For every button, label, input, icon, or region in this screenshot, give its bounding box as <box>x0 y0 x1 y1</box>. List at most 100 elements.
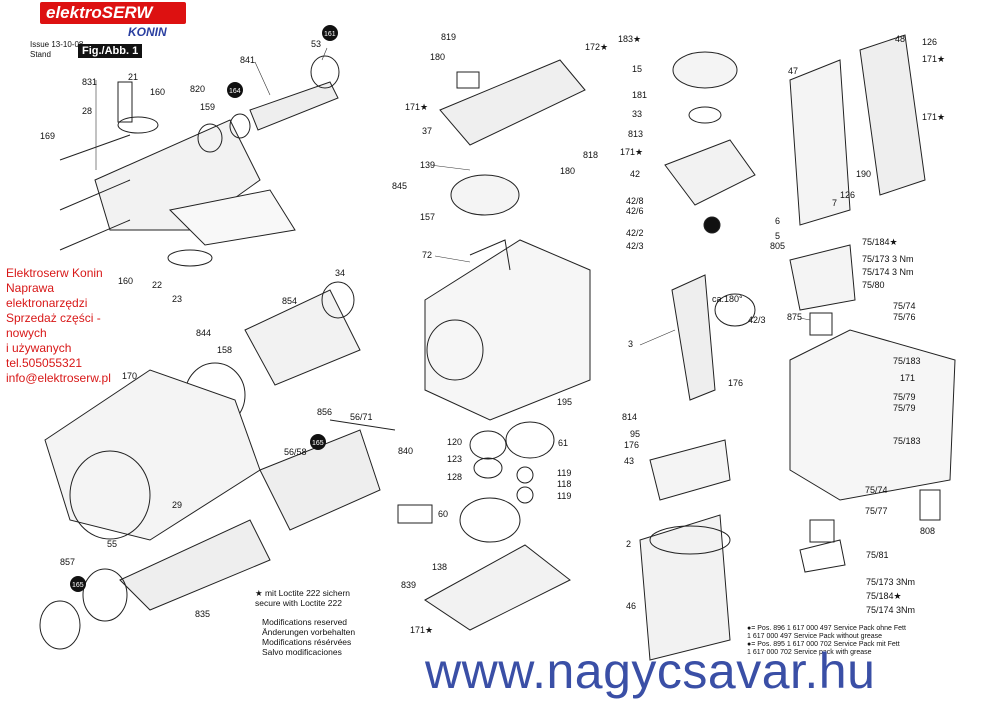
label-875: 875 <box>787 312 802 322</box>
part-844-tube <box>44 369 261 541</box>
label-164: 164 <box>229 88 241 95</box>
part-48-handle-cover <box>859 34 926 196</box>
label-75-74a: 75/74 <box>893 301 916 311</box>
label-813: 813 <box>628 129 643 139</box>
label-75-173b: 75/173 3Nm <box>866 577 915 587</box>
brand-city: KONIN <box>128 25 167 39</box>
label-42: 42 <box>630 169 640 179</box>
part-875-block <box>809 312 833 336</box>
label-75-80: 75/80 <box>862 280 885 290</box>
part-123-bearing <box>473 457 503 479</box>
part-856-piston <box>259 429 381 531</box>
label-171d: 171★ <box>922 54 945 64</box>
figure-label: Fig./Abb. 1 <box>78 44 143 58</box>
part-gear-housing-opening <box>426 319 484 381</box>
label-844: 844 <box>196 328 211 338</box>
label-180: 180 <box>430 52 445 62</box>
label-75-79b: 75/79 <box>893 403 916 413</box>
label-160b: 160 <box>118 276 133 286</box>
part-75-77-block <box>809 519 835 543</box>
part-844-opening <box>69 450 151 540</box>
part-160-washer <box>117 116 159 134</box>
label-839: 839 <box>401 580 416 590</box>
label-805: 805 <box>770 241 785 251</box>
label-22: 22 <box>152 280 162 290</box>
label-75-74b: 75/74 <box>865 485 888 495</box>
label-75-183a: 75/183 <box>893 356 921 366</box>
part-854-sleeve <box>244 289 361 386</box>
label-126b: 126 <box>840 190 855 200</box>
label-75-77: 75/77 <box>865 506 888 516</box>
part-169b-screw <box>59 179 131 211</box>
label-128: 128 <box>447 472 462 482</box>
part-ca180-detail <box>714 293 756 327</box>
label-176b: 176 <box>728 378 743 388</box>
label-75-174b: 75/174 3Nm <box>866 605 915 615</box>
label-831: 831 <box>82 77 97 87</box>
label-169: 169 <box>40 131 55 141</box>
label-75-184a: 75/184★ <box>862 237 898 247</box>
part-15-disc <box>672 51 738 89</box>
label-119b: 119 <box>557 491 571 501</box>
label-47: 47 <box>788 66 798 76</box>
label-48: 48 <box>895 34 905 44</box>
part-857-ring <box>39 600 81 650</box>
label-23: 23 <box>172 294 182 304</box>
label-190: 190 <box>856 169 871 179</box>
part-819-cover <box>439 59 586 146</box>
label-857: 857 <box>60 557 75 567</box>
label-138: 138 <box>432 562 447 572</box>
label-856: 856 <box>317 407 332 417</box>
part-164-oring <box>229 113 251 139</box>
label-118: 118 <box>557 479 571 489</box>
label-808: 808 <box>920 526 935 536</box>
label-28: 28 <box>82 106 92 116</box>
label-171c: 171★ <box>620 147 643 157</box>
part-21-pin <box>117 81 133 123</box>
circle-165b <box>70 576 86 592</box>
label-75-184b: 75/184★ <box>866 591 902 601</box>
label-159: 159 <box>200 102 215 112</box>
label-42-8: 42/8 <box>626 196 644 206</box>
label-171a: 171★ <box>405 102 428 112</box>
label-845: 845 <box>392 181 407 191</box>
label-33: 33 <box>632 109 642 119</box>
label-119: 119 <box>557 468 571 478</box>
label-55: 55 <box>107 539 117 549</box>
part-180-plate <box>456 71 480 89</box>
label-814: 814 <box>622 412 637 422</box>
label-56-71: 56/71 <box>350 412 373 422</box>
part-119-bearing <box>516 466 534 484</box>
label-42-3b: 42/3 <box>748 315 766 325</box>
label-43: 43 <box>624 456 634 466</box>
part-47-module <box>789 59 851 226</box>
label-37: 37 <box>422 126 432 136</box>
modification-note: Modifications reserved Änderungen vorbeh… <box>262 617 356 657</box>
label-170: 170 <box>122 371 137 381</box>
part-169c-screw <box>59 219 131 251</box>
part-marker-dot <box>703 216 721 234</box>
label-819: 819 <box>441 32 456 42</box>
label-75-79a: 75/79 <box>893 392 916 402</box>
label-181: 181 <box>632 90 647 100</box>
label-139: 139 <box>420 160 435 170</box>
label-42-2: 42/2 <box>626 228 644 238</box>
label-183: 183★ <box>618 34 641 44</box>
part-808-plate <box>919 489 941 521</box>
label-15: 15 <box>632 64 642 74</box>
part-75-81-bracket <box>799 539 846 573</box>
label-165b: 165 <box>72 582 84 589</box>
part-841-sleeve <box>249 81 339 131</box>
label-75-173a: 75/173 3 Nm <box>862 254 914 264</box>
part-159-ring <box>197 123 223 153</box>
part-53-ring <box>310 55 340 89</box>
label-75-81: 75/81 <box>866 550 889 560</box>
label-161: 161 <box>324 31 336 38</box>
label-176: 176 <box>624 440 639 450</box>
label-160: 160 <box>150 87 165 97</box>
label-5: 5 <box>775 231 780 241</box>
label-157: 157 <box>420 212 435 222</box>
label-6: 6 <box>775 216 780 226</box>
